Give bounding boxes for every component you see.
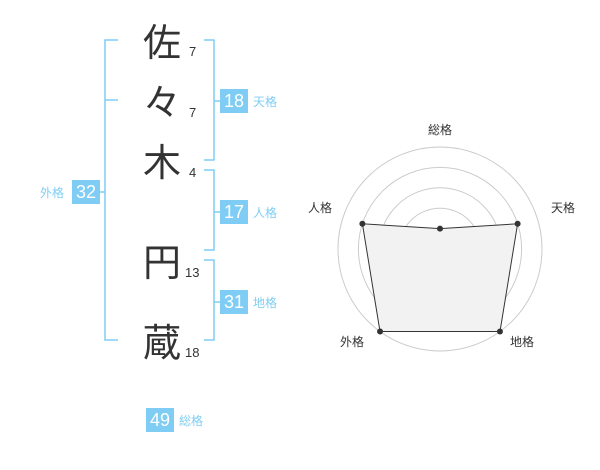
gaikaku-bracket: [104, 39, 118, 341]
soukaku-label: 総格: [179, 414, 204, 428]
gaikaku-label: 外格: [40, 186, 65, 200]
radar-grid-ring: [337, 146, 543, 352]
jinkaku-bracket: [204, 169, 215, 251]
name-char-1: 佐: [143, 21, 182, 65]
radar-point: [359, 220, 366, 227]
name-char-2: 々: [143, 81, 182, 125]
gaikaku-score: 32: [72, 180, 100, 204]
tenkaku-score: 18: [220, 89, 248, 113]
radar-points: [359, 220, 521, 335]
tenkaku-bracket: [204, 39, 215, 161]
radar-area: [361, 223, 519, 332]
name-char-4: 円: [143, 241, 182, 285]
chikaku-label: 地格: [253, 296, 278, 310]
chikaku-score: 31: [220, 290, 248, 314]
radar-axis-label-soukaku: 総格: [428, 123, 453, 137]
radar-point: [496, 328, 503, 335]
radar-point: [377, 328, 384, 335]
name-char-1-strokes: 7: [189, 44, 197, 59]
soukaku-score: 49: [146, 408, 174, 432]
radar-axis-label-gaikaku: 外格: [340, 335, 365, 349]
jinkaku-label: 人格: [253, 206, 278, 220]
radar-point: [514, 220, 521, 227]
radar-axis-label-tenkaku: 天格: [551, 201, 576, 215]
name-char-2-strokes: 7: [189, 105, 197, 120]
name-char-5: 蔵: [143, 321, 182, 365]
name-char-4-strokes: 13: [185, 265, 200, 280]
name-char-5-strokes: 18: [185, 345, 200, 360]
tenkaku-label: 天格: [253, 95, 278, 109]
radar-axis-label-jinkaku: 人格: [308, 201, 333, 215]
name-char-3-strokes: 4: [189, 165, 197, 180]
chikaku-bracket: [204, 259, 215, 341]
jinkaku-score: 17: [220, 200, 248, 224]
radar-point: [437, 225, 443, 232]
name-char-3: 木: [143, 141, 182, 185]
radar-axis-label-chikaku: 地格: [510, 335, 535, 349]
